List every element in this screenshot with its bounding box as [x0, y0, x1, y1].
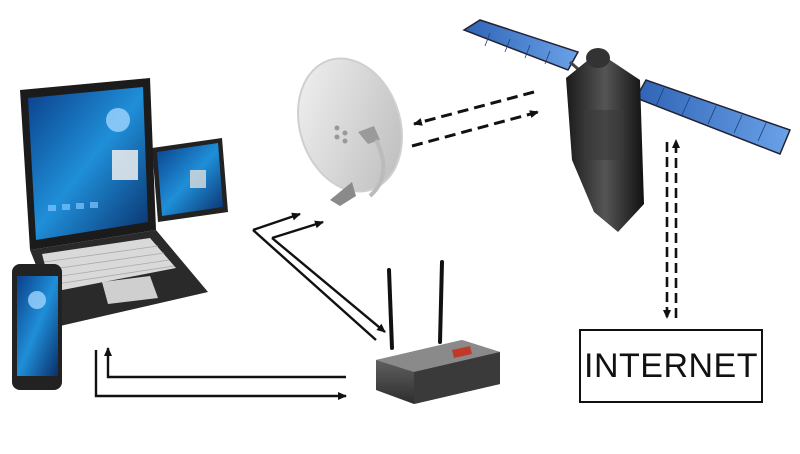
wifi-router-icon: [376, 260, 500, 404]
dish-to-router-line-2: [271, 237, 386, 333]
satellite-icon: [462, 19, 791, 232]
dish-to-satellite-arrow: [411, 110, 539, 148]
satellite-internet-dashed-arrows: [663, 139, 680, 319]
internet-box: INTERNET: [579, 329, 763, 403]
laptop-icon: [20, 78, 208, 326]
devices-to-dish-arrow: [252, 212, 301, 232]
connection-arrows: [94, 212, 386, 400]
tablet-icon: [152, 138, 228, 222]
devices-to-dish-arrow-2: [271, 220, 324, 240]
internet-label: INTERNET: [584, 346, 758, 385]
dish-satellite-dashed-arrows: [411, 90, 539, 148]
devices-to-router-arrow: [94, 350, 347, 400]
router-to-devices-arrow: [104, 347, 346, 379]
smartphone-icon: [12, 264, 62, 390]
devices-group: [12, 78, 228, 390]
satellite-to-dish-arrow: [413, 90, 535, 126]
dish-to-router-line-1: [252, 229, 377, 341]
satellite-dish-icon: [297, 57, 403, 206]
